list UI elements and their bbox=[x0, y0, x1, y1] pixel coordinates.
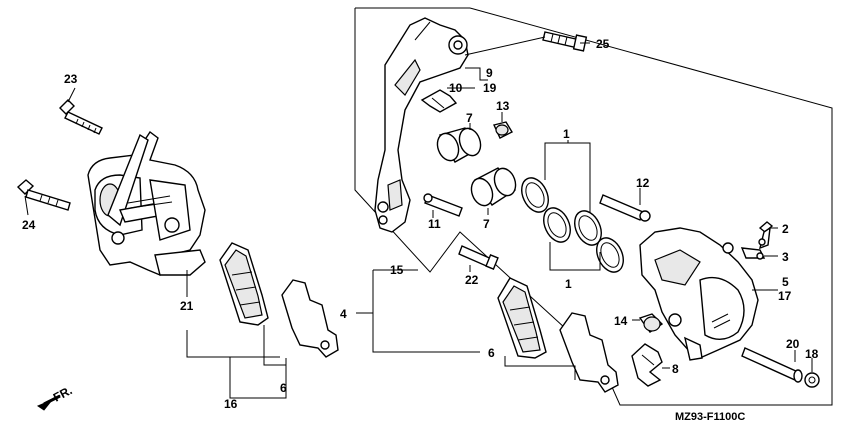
callout-5: 5 bbox=[782, 275, 789, 289]
bolt-24 bbox=[16, 179, 71, 211]
piston-lower bbox=[470, 167, 517, 207]
bolt-25 bbox=[542, 31, 588, 52]
callout-23: 23 bbox=[64, 72, 78, 86]
piston-seals bbox=[521, 177, 624, 273]
callout-7-lower: 7 bbox=[483, 217, 490, 231]
bracket-21-16 bbox=[186, 330, 280, 358]
callout-1-lower: 1 bbox=[565, 277, 572, 291]
assembled-caliper bbox=[87, 130, 206, 276]
bracket-6-right bbox=[504, 356, 576, 380]
bracket-1-bottom bbox=[549, 242, 601, 271]
callout-7-upper: 7 bbox=[466, 111, 473, 125]
caliper-bracket bbox=[374, 17, 469, 233]
callout-16: 16 bbox=[224, 397, 238, 411]
callout-25: 25 bbox=[596, 37, 610, 51]
bracket-6-left bbox=[263, 325, 286, 366]
callout-18: 18 bbox=[805, 347, 819, 361]
callout-8: 8 bbox=[672, 362, 679, 376]
callout-4: 4 bbox=[340, 307, 347, 321]
pin-22 bbox=[458, 245, 499, 270]
screw-14 bbox=[638, 313, 664, 333]
callout-19: 19 bbox=[483, 81, 497, 95]
callout-10: 10 bbox=[449, 81, 463, 95]
plug-13 bbox=[493, 121, 513, 139]
direction-label: FR. bbox=[51, 383, 75, 404]
front-direction-arrow bbox=[36, 394, 61, 411]
callout-21: 21 bbox=[180, 299, 194, 313]
pad-spring bbox=[631, 343, 663, 387]
bracket-4-15 bbox=[372, 270, 480, 353]
clip-10 bbox=[420, 89, 458, 113]
callout-14: 14 bbox=[614, 314, 628, 328]
pad-pin-20 bbox=[741, 347, 803, 383]
piston-upper bbox=[436, 127, 482, 163]
callout-24: 24 bbox=[22, 218, 36, 232]
callout-6-left: 6 bbox=[280, 381, 287, 395]
callout-6-right: 6 bbox=[488, 346, 495, 360]
callout-13: 13 bbox=[496, 99, 510, 113]
callout-15: 15 bbox=[390, 263, 404, 277]
callout-9: 9 bbox=[486, 66, 493, 80]
bracket-1-top bbox=[544, 142, 591, 213]
bolt-23 bbox=[59, 99, 103, 135]
callout-1-upper: 1 bbox=[563, 127, 570, 141]
brake-pad-right-2 bbox=[559, 312, 619, 393]
callout-12: 12 bbox=[636, 176, 650, 190]
callout-20: 20 bbox=[786, 337, 800, 351]
brake-pad-left-2 bbox=[281, 279, 339, 358]
bleeder-valve bbox=[758, 221, 774, 250]
callout-22: 22 bbox=[465, 273, 479, 287]
callout-17: 17 bbox=[778, 289, 792, 303]
callout-2: 2 bbox=[782, 222, 789, 236]
pin-12 bbox=[599, 194, 651, 222]
brake-pad-right-1 bbox=[497, 277, 547, 359]
leader-25-to-bracket bbox=[464, 36, 546, 56]
bleeder-cap bbox=[740, 247, 766, 260]
callout-3: 3 bbox=[782, 250, 789, 264]
pin-clip-18 bbox=[804, 372, 820, 388]
diagram-code: MZ93-F1100C bbox=[675, 411, 745, 423]
callout-11: 11 bbox=[428, 217, 441, 231]
pin-11 bbox=[423, 193, 463, 217]
brake-pad-left-1 bbox=[219, 242, 269, 326]
caliper-body bbox=[639, 227, 759, 361]
